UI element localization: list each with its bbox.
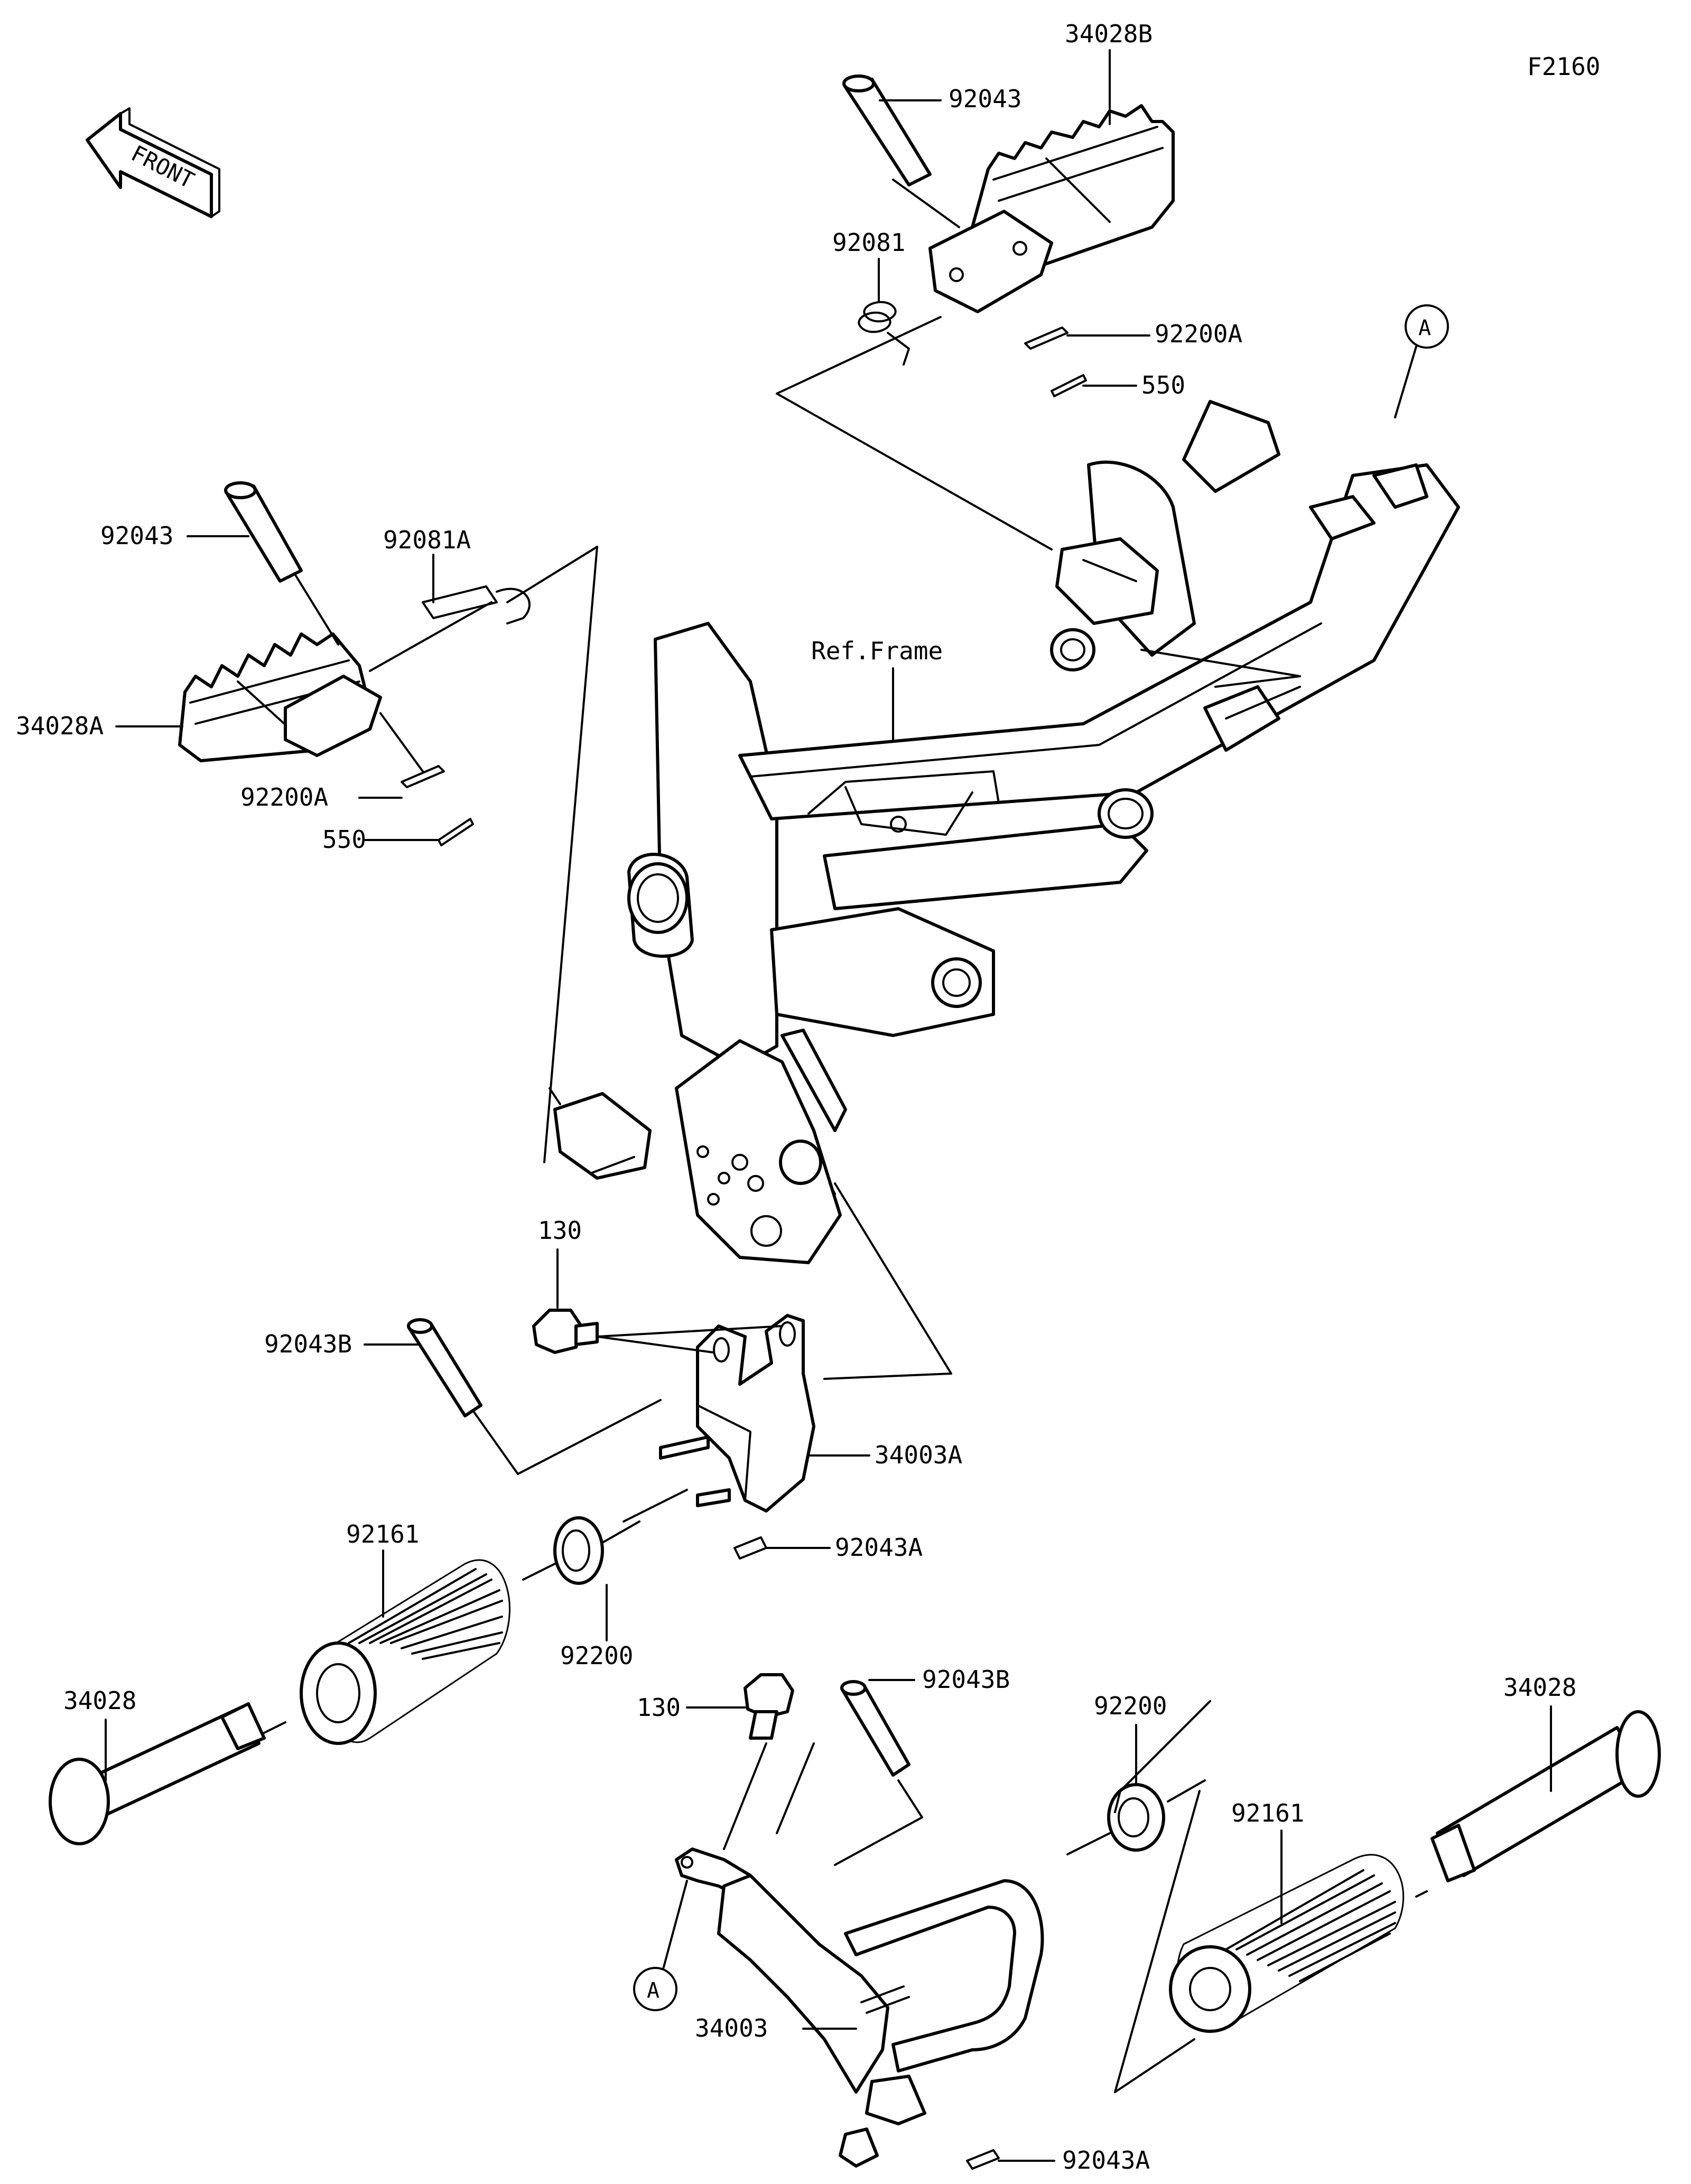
label-34028a: 34028A: [16, 712, 104, 740]
label-92200-right: 92200: [1094, 1692, 1167, 1720]
left-peg-assembly-illustration: [49, 1516, 640, 1845]
label-92043b-bottom: 92043B: [922, 1665, 1010, 1694]
svg-text:A: A: [647, 1978, 659, 2003]
label-130-top: 130: [538, 1216, 582, 1245]
bracket-34003-illustration: [675, 1673, 1055, 2170]
callout-a-lower: A: [633, 1880, 688, 2011]
label-34003a: 34003A: [875, 1441, 962, 1469]
svg-text:A: A: [1418, 316, 1431, 340]
label-92043a-bottom: 92043A: [1062, 2146, 1150, 2174]
label-130-bottom: 130: [637, 1693, 681, 1722]
figure-code: F2160: [1527, 52, 1600, 81]
label-550-top: 550: [1141, 371, 1185, 399]
footpeg-34028b-illustration: [776, 49, 1301, 720]
label-34028-left: 34028: [63, 1686, 136, 1715]
label-550-left: 550: [322, 825, 366, 854]
label-92043-left: 92043: [100, 521, 173, 550]
label-92161-left: 92161: [346, 1520, 419, 1548]
label-92081a: 92081A: [383, 526, 471, 554]
right-peg-assembly-illustration: [1066, 1700, 1661, 2093]
label-92043a-mid: 92043A: [835, 1533, 923, 1562]
label-92200a-top: 92200A: [1155, 320, 1242, 348]
label-92043-top: 92043: [949, 85, 1021, 113]
front-arrow-icon: FRONT: [86, 107, 220, 218]
label-92200a-left: 92200A: [240, 783, 328, 811]
bracket-34003a-illustration: [364, 1182, 952, 1560]
label-92200-left: 92200: [560, 1641, 633, 1670]
ref-frame-label: Ref.Frame: [811, 637, 943, 665]
label-34028b: 34028B: [1065, 20, 1153, 48]
footpeg-34028a-illustration: [115, 481, 598, 1163]
frame-illustration: [549, 400, 1460, 1264]
callout-a-upper: A: [1394, 304, 1449, 418]
label-34028-right: 34028: [1503, 1673, 1576, 1702]
label-92081: 92081: [832, 228, 905, 257]
label-34003: 34003: [695, 2014, 768, 2042]
label-92161-right: 92161: [1231, 1799, 1304, 1827]
label-92043b-left: 92043B: [264, 1330, 352, 1358]
